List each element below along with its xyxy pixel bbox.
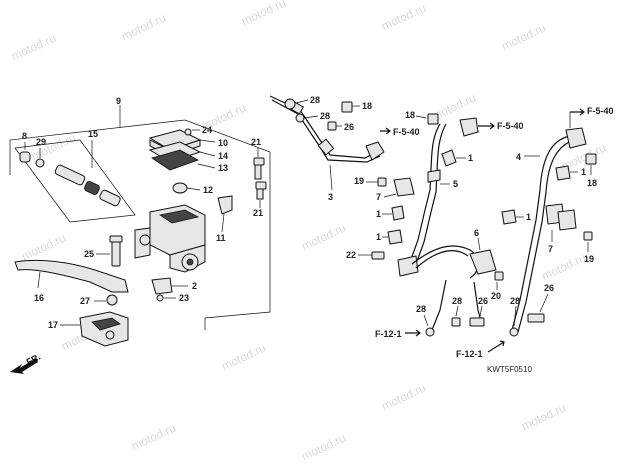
grommet-1c	[387, 229, 403, 245]
diaphragm-13	[151, 149, 199, 171]
callout-7a: 7	[376, 192, 381, 202]
callout-3: 3	[328, 192, 333, 202]
hose-5-group: 18 F-5-40 1 5 19 7 1 1 22 6	[346, 110, 524, 339]
master-cylinder-group: 9 8 29 15 24 10 14 13	[9, 96, 271, 330]
callout-9: 9	[116, 96, 121, 106]
callout-18b: 18	[405, 110, 415, 120]
callout-6: 6	[474, 228, 479, 238]
callout-20: 20	[491, 291, 501, 301]
bolt-18c	[585, 153, 597, 165]
assembly-box-outline	[9, 119, 271, 330]
bolt-22	[371, 251, 385, 260]
bracket-17	[79, 311, 129, 347]
bolt-21-lower	[255, 181, 267, 200]
switch-2	[151, 277, 173, 295]
front-label: FR.	[25, 352, 42, 368]
hose-4	[511, 135, 571, 331]
grommet-1d	[555, 165, 571, 181]
callout-28c: 28	[416, 304, 426, 314]
bolt-19a	[377, 177, 387, 187]
callout-1c: 1	[376, 232, 381, 242]
callout-22: 22	[346, 250, 356, 260]
callout-29: 29	[36, 137, 46, 147]
ref-f540-c: F-5-40	[587, 106, 614, 116]
bolt-18a	[341, 101, 353, 113]
bolt-26b	[469, 317, 485, 327]
callout-28a: 28	[310, 95, 320, 105]
callout-17: 17	[48, 320, 58, 330]
ref-f540-a: F-5-40	[393, 127, 420, 137]
callout-1e: 1	[526, 212, 531, 222]
ref-f121-b: F-12-1	[456, 349, 483, 359]
screw-23	[156, 294, 164, 302]
front-arrow-icon	[10, 358, 38, 374]
callout-16: 16	[34, 293, 44, 303]
joint-6	[469, 249, 497, 275]
nut-27	[106, 294, 118, 306]
callout-25: 25	[84, 249, 94, 259]
callout-26b: 26	[478, 296, 488, 306]
callout-23: 23	[179, 293, 189, 303]
grommet-1e	[501, 209, 517, 225]
grommet-1b	[391, 205, 405, 221]
callout-19a: 19	[354, 176, 364, 186]
callout-28b: 28	[320, 111, 330, 121]
callout-1a: 1	[468, 153, 473, 163]
washer-28c	[425, 327, 435, 337]
callout-5: 5	[453, 179, 458, 189]
diagram-code: KWT5F0510	[487, 365, 532, 374]
callout-11: 11	[216, 233, 226, 243]
grommet-1a	[441, 149, 457, 167]
callout-13: 13	[218, 163, 228, 173]
piston-kit-box	[14, 139, 136, 223]
clamp-7b	[557, 209, 577, 231]
screw-24	[184, 128, 192, 136]
callout-26a: 26	[344, 122, 354, 132]
callout-18a: 18	[362, 101, 372, 111]
callout-28e: 28	[510, 296, 520, 306]
reservoir-cap-stack	[148, 128, 202, 171]
callout-7b: 7	[548, 244, 553, 254]
callout-10: 10	[218, 138, 228, 148]
hose-5	[409, 123, 441, 263]
callout-24: 24	[202, 125, 212, 135]
circlip-29	[35, 158, 45, 168]
callout-21b: 21	[253, 208, 263, 218]
piston-15	[54, 164, 121, 207]
bolt-26a	[327, 121, 337, 131]
bolt-21-upper	[253, 157, 265, 180]
hose-4-group: F-5-40 4 1 18 7 1 19 28 26 F-12-1	[456, 106, 614, 359]
callout-26c: 26	[544, 283, 554, 293]
hose-3-group: 3 28 28 26 18 F-5-40	[269, 95, 420, 202]
callout-27: 27	[80, 296, 90, 306]
callout-15: 15	[88, 129, 98, 139]
boot-8	[19, 151, 31, 163]
holder-11	[217, 195, 233, 215]
callout-14: 14	[218, 151, 228, 161]
callout-19b: 19	[584, 254, 594, 264]
lever-group: 16 25 27 17 FR.	[10, 235, 129, 374]
master-cylinder-body	[134, 204, 206, 273]
callout-1d: 1	[581, 167, 586, 177]
bolt-20	[494, 271, 504, 281]
pivot-bolt-25	[109, 235, 123, 267]
washer-28a	[284, 98, 296, 110]
lever-16	[14, 259, 129, 293]
callout-18c: 18	[587, 178, 597, 188]
ref-f540-b: F-5-40	[497, 121, 524, 131]
bolt-26c	[527, 313, 545, 323]
bolt-19b	[583, 231, 593, 241]
clamp-7a	[393, 177, 415, 197]
callout-21a: 21	[251, 137, 261, 147]
callout-2: 2	[192, 281, 197, 291]
ref-f121-a: F-12-1	[375, 329, 402, 339]
callout-4: 4	[516, 152, 521, 162]
cap-12	[172, 182, 188, 194]
callout-28d: 28	[452, 296, 462, 306]
callout-8: 8	[22, 131, 27, 141]
callout-1b: 1	[376, 209, 381, 219]
callout-12: 12	[203, 185, 213, 195]
bolt-18b	[427, 113, 439, 125]
